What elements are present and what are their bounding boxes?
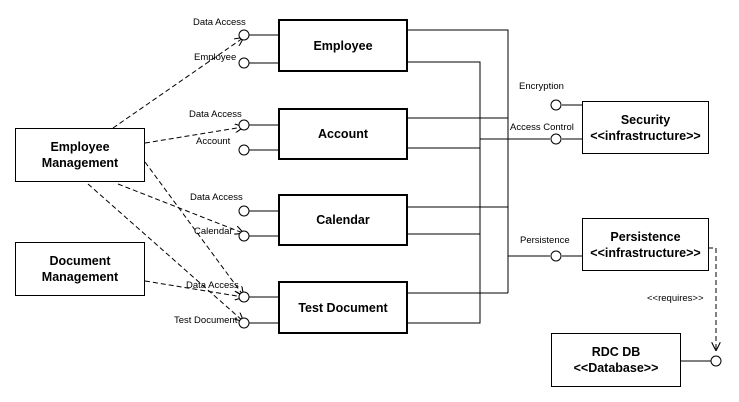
testdoc-test-document-icon [238, 317, 250, 329]
calendar-data-access-icon [238, 205, 250, 217]
security-name: Security [620, 112, 671, 127]
employee-management-line2: Management [41, 156, 119, 170]
component-employee-management[interactable]: Employee Management [15, 128, 145, 182]
label-account-account: Account [196, 136, 231, 147]
dep-empmgmt-calendar [117, 183, 243, 233]
rdc-db-name: RDC DB [591, 345, 641, 359]
dep-persistence-requires-rdcdb [708, 247, 716, 350]
provided-stems [562, 104, 711, 362]
component-account-label: Account [318, 127, 368, 141]
rdc-db-stereotype: <<Database>> [573, 361, 659, 375]
component-employee[interactable]: Employee [278, 19, 408, 72]
dep-empmgmt-employee-data-access [112, 38, 243, 129]
employee-management-line1: Employee [50, 140, 110, 154]
account-account-icon [238, 144, 250, 156]
component-calendar[interactable]: Calendar [278, 194, 408, 246]
interface-circles [238, 29, 722, 367]
component-document-management[interactable]: Document Management [15, 242, 145, 296]
interface-stems [249, 34, 279, 324]
dep-docmgmt-testdoc-data-access [144, 280, 243, 297]
label-access-control: Access Control [510, 122, 574, 133]
security-stereotype: <<infrastructure>> [590, 128, 701, 143]
dep-empmgmt-test-document [87, 183, 243, 321]
employee-to-bus-1 [407, 29, 509, 293]
rdc-db-icon [710, 355, 722, 367]
persistence-stereotype: <<infrastructure>> [590, 245, 701, 260]
employee-employee-icon [238, 57, 250, 69]
label-testdoc-data-access: Data Access [186, 280, 239, 291]
label-testdoc-test-document: Test Document [174, 315, 238, 326]
document-management-line2: Management [41, 270, 119, 284]
label-account-data-access: Data Access [189, 109, 242, 120]
label-calendar-calendar: Calendar [194, 226, 233, 237]
document-management-line1: Document [49, 254, 111, 268]
dependency-arrows [87, 38, 716, 350]
label-employee-data-access: Data Access [193, 17, 246, 28]
label-encryption: Encryption [519, 81, 564, 92]
component-rdc-db[interactable]: RDC DB <<Database>> [551, 333, 681, 387]
persistence-icon [550, 250, 562, 262]
component-account[interactable]: Account [278, 108, 408, 160]
component-calendar-label: Calendar [316, 213, 370, 227]
bus-connectors [407, 29, 550, 324]
label-persistence-interface: Persistence [520, 235, 570, 246]
component-test-document-label: Test Document [298, 300, 388, 315]
employee-data-access-icon [238, 29, 250, 41]
component-persistence[interactable]: Persistence <<infrastructure>> [582, 218, 709, 271]
label-requires: <<requires>> [647, 293, 704, 304]
component-security[interactable]: Security <<infrastructure>> [582, 101, 709, 154]
dep-empmgmt-account-data-access [144, 127, 243, 144]
encryption-icon [550, 99, 562, 111]
testdoc-data-access-icon [238, 291, 250, 303]
label-employee-employee: Employee [194, 52, 237, 63]
employee-to-bus-2 [407, 61, 481, 324]
component-test-document[interactable]: Test Document [278, 281, 408, 334]
persistence-name: Persistence [610, 229, 681, 244]
access-control-icon [550, 133, 562, 145]
calendar-calendar-icon [238, 230, 250, 242]
account-data-access-icon [238, 119, 250, 131]
label-calendar-data-access: Data Access [190, 192, 243, 203]
component-employee-label: Employee [313, 38, 373, 53]
dep-empmgmt-calendar-data-access [144, 161, 243, 295]
